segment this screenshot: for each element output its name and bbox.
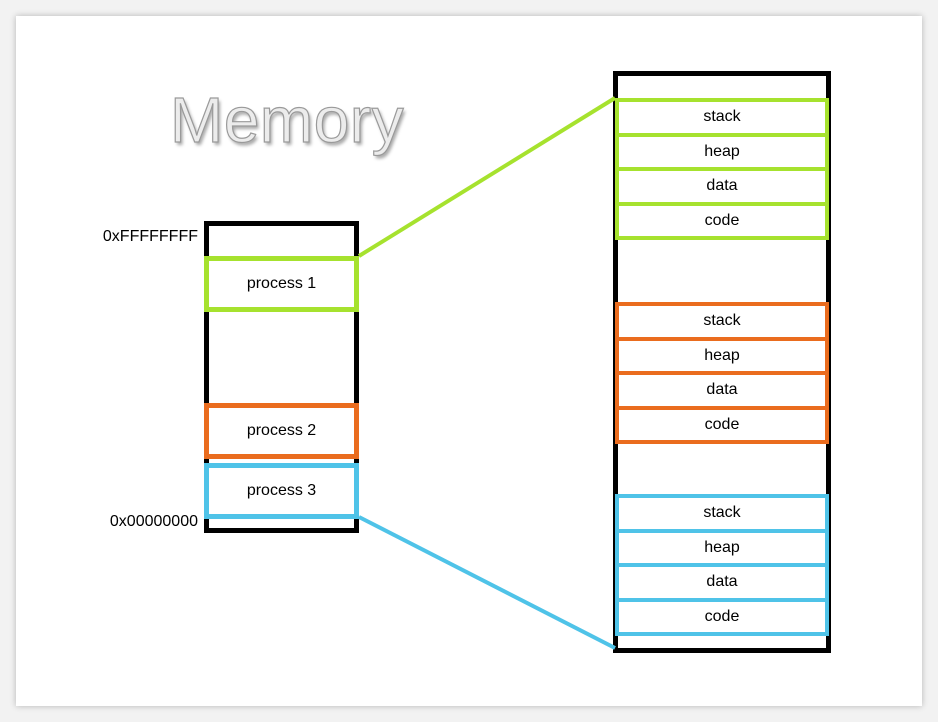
segment-stack: stack: [615, 494, 829, 533]
process-1-block: process 1: [204, 256, 359, 312]
segment-heap: heap: [615, 336, 829, 375]
diagram-title: Memory: [169, 83, 405, 156]
segment-stack: stack: [615, 302, 829, 341]
process-3-segments: stack heap data code: [615, 494, 829, 636]
segment-heap: heap: [615, 132, 829, 171]
address-high-label: 0xFFFFFFFF: [102, 228, 198, 245]
segment-data: data: [615, 167, 829, 206]
segment-data: data: [615, 371, 829, 410]
segment-code: code: [615, 405, 829, 444]
process-3-block: process 3: [204, 463, 359, 519]
address-low-label: 0x00000000: [109, 513, 198, 530]
segment-stack: stack: [615, 98, 829, 137]
segment-code: code: [615, 201, 829, 240]
process-1-segments: stack heap data code: [615, 98, 829, 240]
process-2-block: process 2: [204, 403, 359, 459]
segment-code: code: [615, 597, 829, 636]
segment-heap: heap: [615, 528, 829, 567]
process-2-segments: stack heap data code: [615, 302, 829, 444]
segment-data: data: [615, 563, 829, 602]
